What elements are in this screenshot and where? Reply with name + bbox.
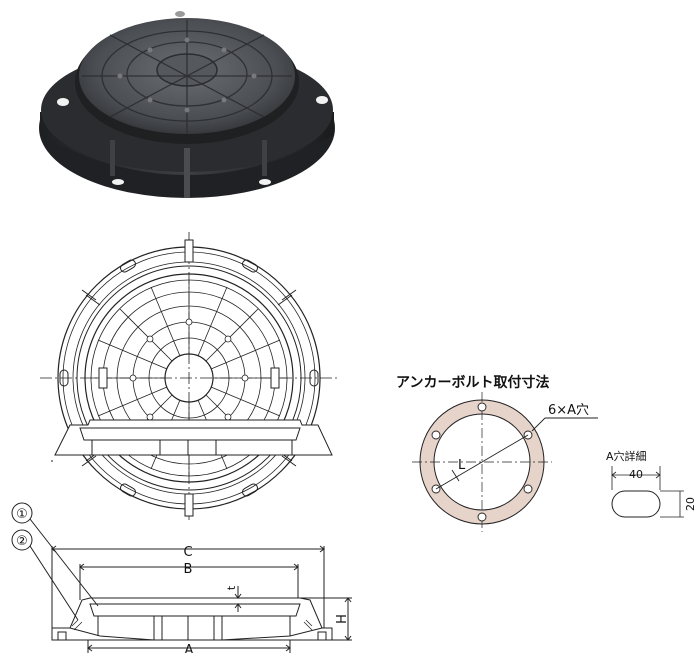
hole-count-label: 6×A穴: [548, 403, 589, 418]
anchor-bolt-title: アンカーボルト取付寸法: [396, 374, 549, 391]
callout-1: ①: [16, 507, 28, 522]
product-photo: [39, 11, 335, 198]
plan-view: [40, 232, 340, 520]
l-dimension-label: L: [458, 458, 466, 473]
callout-2: ②: [16, 534, 28, 549]
hole-detail: A穴詳細 40 20: [606, 449, 696, 518]
hole-detail-title: A穴詳細: [606, 449, 647, 463]
dim-t-label: t: [225, 585, 238, 590]
section-labels: ① ② C B A H t: [16, 507, 350, 657]
anchor-bolt-diagram: アンカーボルト取付寸法 6×A穴 L: [396, 374, 598, 532]
section-view: [11, 419, 352, 653]
hole-width-label: 40: [629, 468, 643, 481]
dim-b-label: B: [184, 562, 193, 577]
dim-h-label: H: [335, 614, 350, 624]
dim-c-label: C: [183, 545, 192, 560]
hole-height-label: 20: [684, 497, 696, 511]
dim-a-label: A: [185, 643, 194, 653]
